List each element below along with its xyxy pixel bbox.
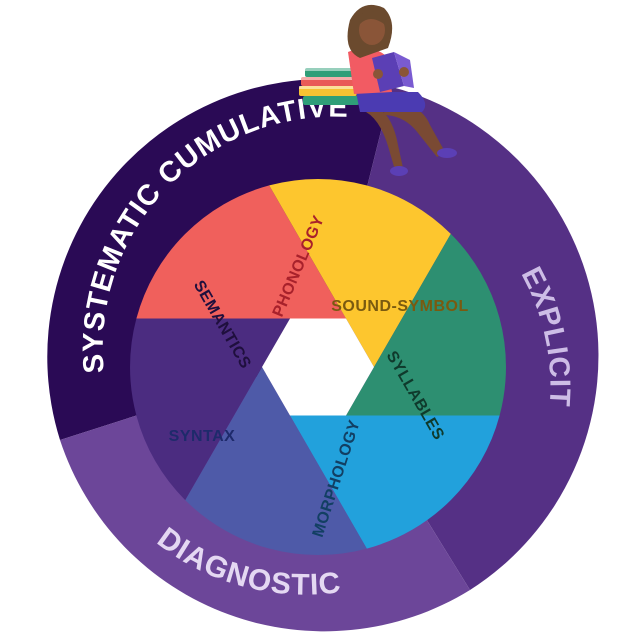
segment-label-sound-symbol: SOUND-SYMBOL: [331, 298, 469, 315]
segment-sound-symbol: [269, 178, 451, 367]
segment-label-syntax: SYNTAX: [169, 428, 236, 445]
segment-syntax: [185, 367, 367, 556]
segment-syllables: [346, 233, 506, 416]
inner-segments: [130, 178, 506, 556]
girl-reading-illustration: [299, 4, 457, 176]
segment-semantics: [130, 318, 290, 501]
segment-morphology: [290, 415, 500, 549]
center-hexagon: [262, 318, 374, 416]
book-stack-icon: [299, 68, 359, 105]
girl-icon: [347, 4, 457, 176]
segment-phonology: [136, 185, 346, 319]
